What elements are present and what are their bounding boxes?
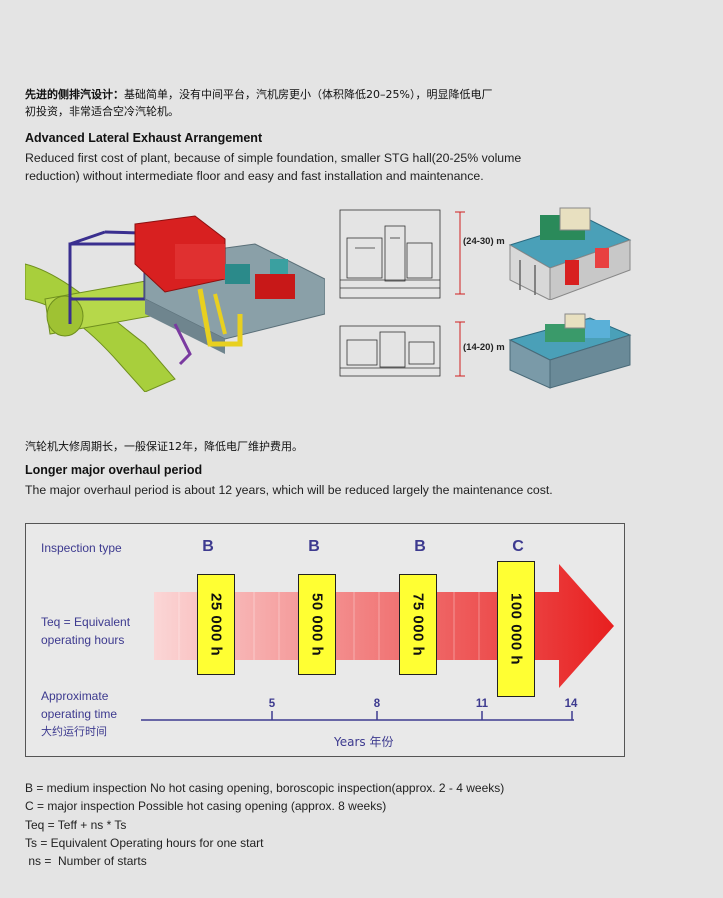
label-approx-time: Approximate operating time 大约运行时间 (41, 687, 117, 741)
intro-cn-line2: 初投资，非常适合空冷汽轮机。 (25, 105, 179, 118)
hours-box-3: 75 000 h (399, 574, 437, 675)
dim-bottom-label: (14-20) m (463, 342, 505, 353)
hours-box-4: 100 000 h (497, 561, 535, 697)
section1-heading: Advanced Lateral Exhaust Arrangement (25, 131, 263, 145)
label-approx-line1: Approximate (41, 689, 109, 703)
label-approx-line3: 大约运行时间 (41, 725, 107, 738)
legend-line-ts: Ts = Equivalent Operating hours for one … (25, 835, 264, 850)
legend-line-b: B = medium inspection No hot casing open… (25, 781, 505, 795)
elevation-drawings-svg (339, 209, 465, 377)
turbine-3d-tall-illustration (508, 207, 632, 300)
hours-label-3: 75 000 h (409, 592, 427, 657)
inspection-type-2: B (308, 538, 320, 555)
section2-text: The major overhaul period is about 12 ye… (25, 483, 553, 497)
inspection-type-1: B (202, 538, 214, 555)
inspection-type-4: C (512, 538, 524, 555)
hours-box-2: 50 000 h (298, 574, 336, 675)
legend: B = medium inspection No hot casing open… (25, 779, 685, 870)
label-approx-line2: operating time (41, 707, 118, 721)
intro-cn-text1: 基础简单，没有中间平台，汽机房更小（体积降低20–25%），明显降低电厂 (124, 88, 493, 101)
inspection-type-3: B (414, 538, 426, 555)
years-axis (141, 711, 574, 721)
label-teq-line1: Teq = Equivalent (41, 615, 131, 629)
year-tick-11: 11 (475, 698, 489, 710)
legend-line-ns: ns = Number of starts (25, 854, 147, 869)
intro-cn-line1: 先进的侧排汽设计：基础简单，没有中间平台，汽机房更小（体积降低20–25%），明… (25, 86, 645, 103)
section1-line2: reduction) without intermediate floor an… (25, 169, 484, 183)
year-tick-5: 5 (268, 698, 276, 710)
turbine-3d-low-illustration (508, 313, 632, 389)
elevation-drawings: (24-30) m (14-20) m (335, 208, 505, 393)
label-inspection-type: Inspection type (41, 541, 122, 555)
section1-paragraph: Reduced first cost of plant, because of … (25, 149, 645, 185)
intro-cn-bold: 先进的侧排汽设计： (25, 88, 124, 101)
section1-line1: Reduced first cost of plant, because of … (25, 151, 522, 165)
label-teq: Teq = Equivalent operating hours (41, 613, 130, 649)
hours-label-2: 50 000 h (308, 592, 326, 657)
hours-label-1: 25 000 h (207, 592, 225, 657)
label-teq-line2: operating hours (41, 633, 125, 647)
section2-heading: Longer major overhaul period (25, 463, 203, 477)
legend-line-c: C = major inspection Possible hot casing… (25, 799, 387, 814)
intro-cn: 先进的侧排汽设计：基础简单，没有中间平台，汽机房更小（体积降低20–25%），明… (25, 86, 645, 120)
dim-top-label: (24-30) m (463, 236, 505, 247)
year-tick-8: 8 (373, 698, 381, 710)
section2-cn: 汽轮机大修周期长，一般保证12年，降低电厂维护费用。 (25, 440, 303, 453)
years-axis-label: Years 年份 (334, 735, 394, 749)
hours-box-1: 25 000 h (197, 574, 235, 675)
hours-label-4: 100 000 h (507, 592, 525, 666)
overhaul-chart: Inspection type Teq = Equivalent operati… (25, 523, 625, 757)
year-tick-14: 14 (564, 698, 578, 710)
lateral-exhaust-3d-illustration (25, 215, 325, 392)
legend-line-teq: Teq = Teff + ns * Ts (25, 817, 127, 832)
